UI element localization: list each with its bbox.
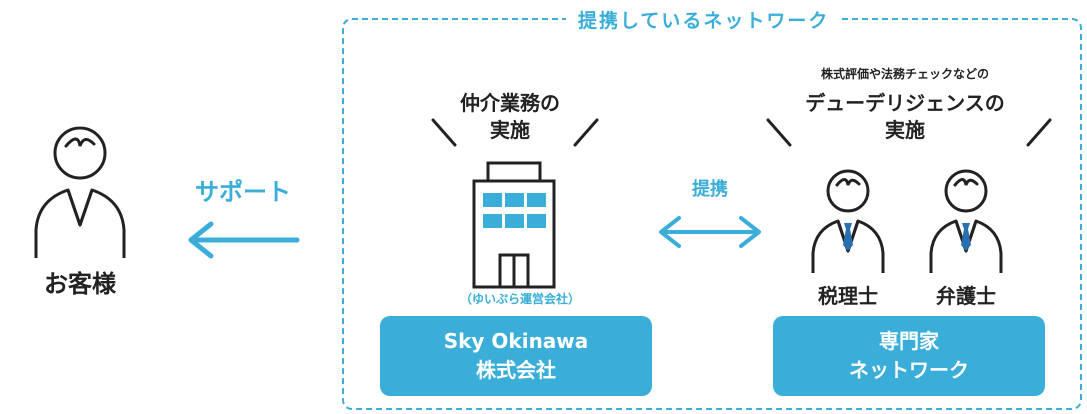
building-icon [472, 161, 556, 289]
agency-box-line2: 株式会社 [476, 358, 556, 382]
agency-caption-line2: 実施 [490, 118, 530, 142]
left-arrow-icon [188, 221, 300, 259]
tax-accountant-person-icon [811, 169, 885, 273]
double-arrow-icon [659, 216, 761, 248]
experts-box-line1: 専門家 [879, 329, 939, 353]
agency-emphasis-lines [431, 118, 599, 147]
experts-box-line2: ネットワーク [849, 358, 969, 382]
agency-box-line1: Sky Okinawa [443, 329, 589, 353]
lawyer-label: 弁護士 [936, 284, 996, 308]
experts-caption-line1: デューデリジェンスの [805, 91, 1005, 115]
experts-caption: デューデリジェンスの 実施 [775, 90, 1035, 144]
support-label: サポート [195, 178, 291, 206]
experts-caption-line2: 実施 [885, 118, 925, 142]
lawyer-person-icon [929, 169, 1003, 273]
agency-box: Sky Okinawa 株式会社 [380, 316, 652, 396]
agency-caption: 仲介業務の 実施 [430, 90, 590, 144]
experts-emphasis-lines [766, 118, 1052, 147]
partnership-label: 提携 [692, 179, 728, 200]
agency-caption-line1: 仲介業務の [460, 91, 560, 115]
network-title: 提携しているネットワーク [566, 6, 842, 33]
experts-small-caption: 株式評価や法務チェックなどの [820, 67, 989, 81]
tax-accountant-label: 税理士 [818, 284, 878, 308]
agency-sublabel: （ゆいぷら運営会社） [459, 292, 580, 306]
customer-person-icon [34, 126, 126, 258]
experts-network-box: 専門家 ネットワーク [773, 316, 1045, 396]
customer-label: お客様 [44, 270, 116, 298]
